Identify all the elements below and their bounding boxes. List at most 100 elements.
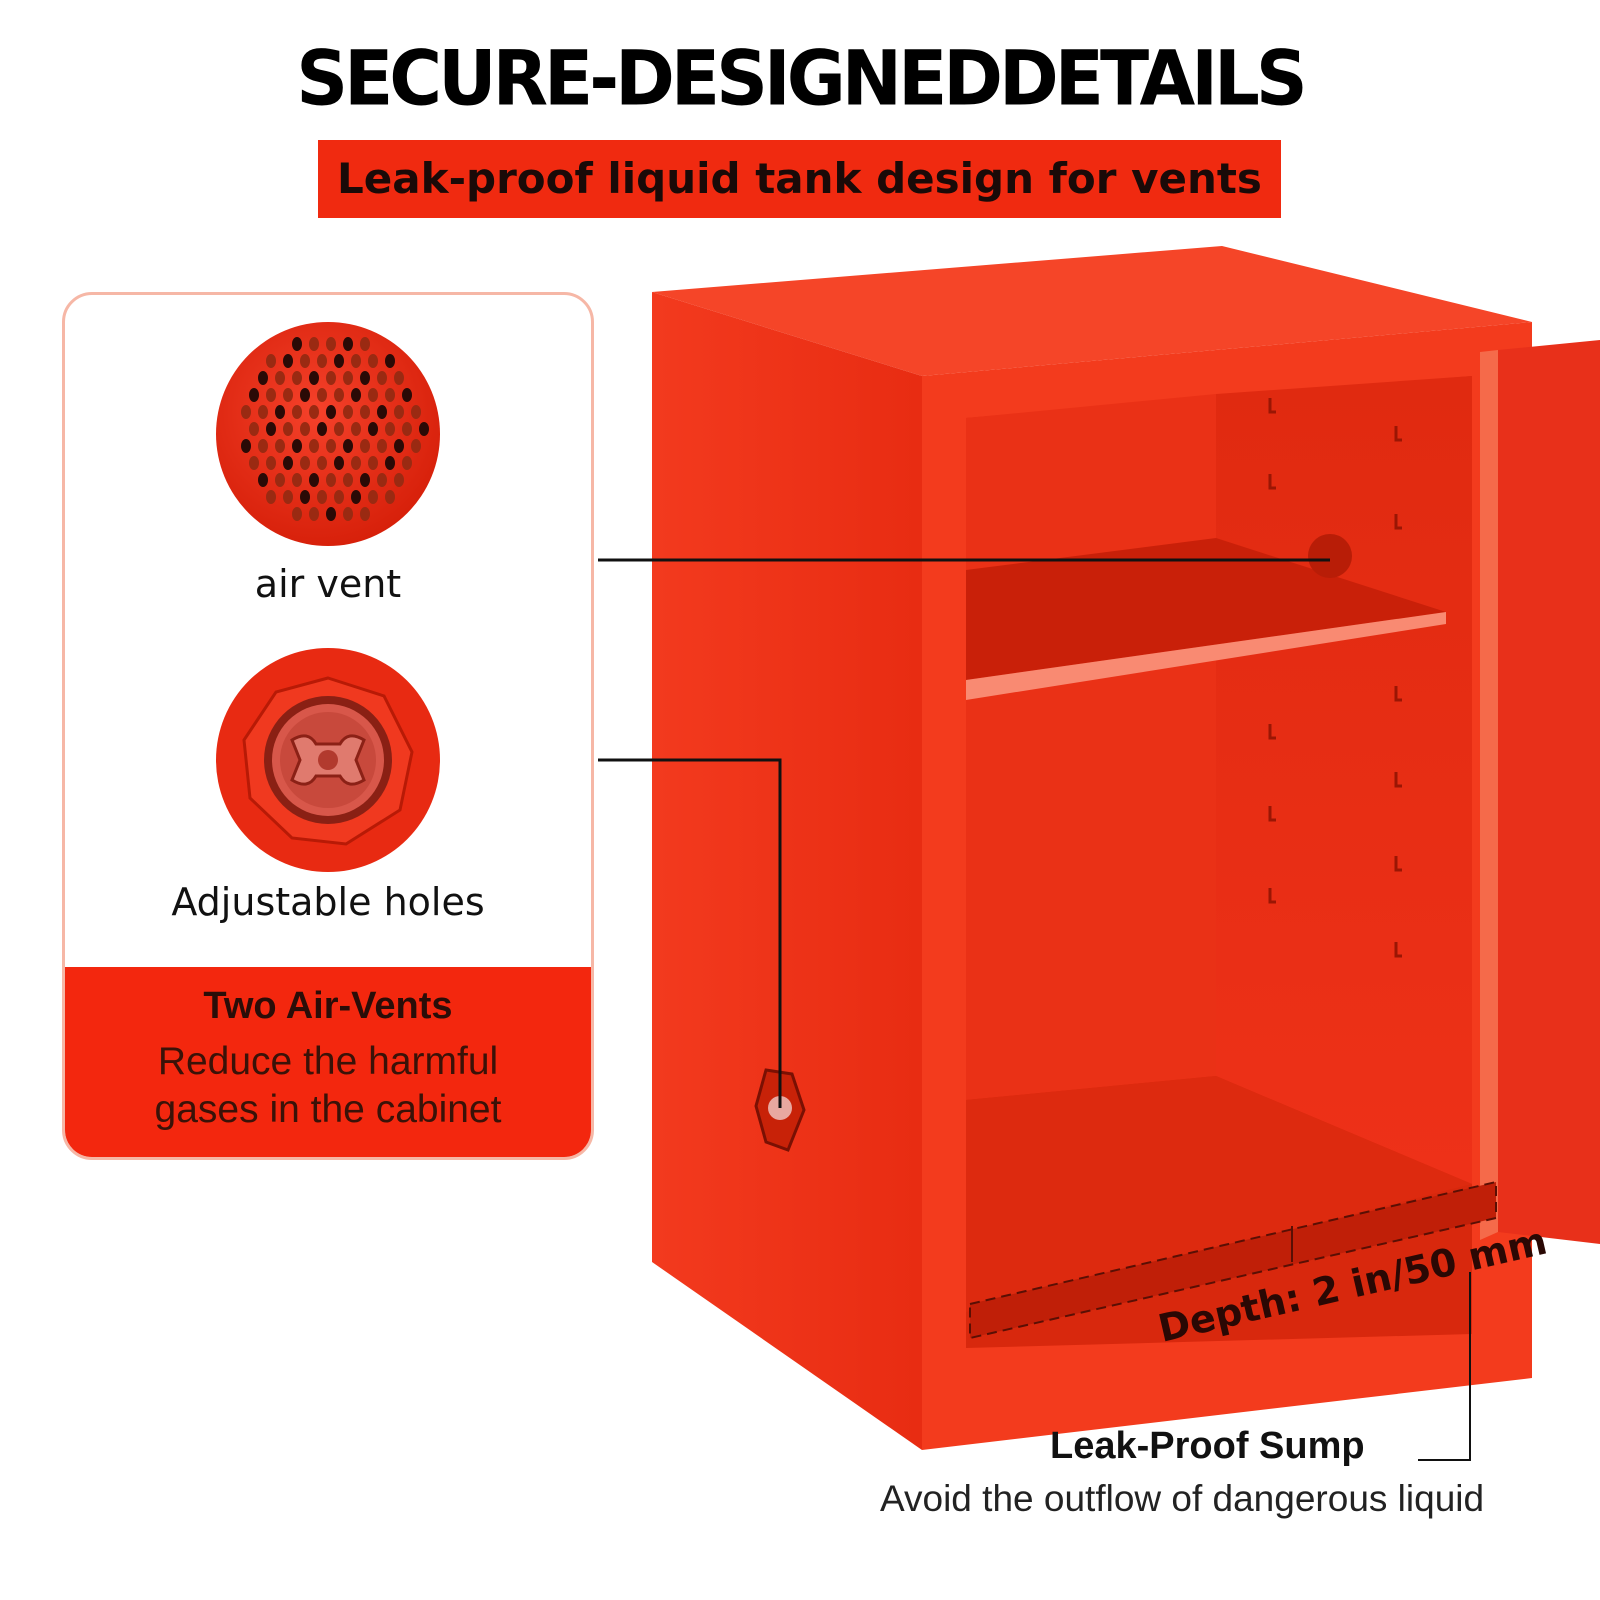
vent-hole (258, 473, 268, 487)
vent-hole (275, 439, 285, 453)
vent-hole (249, 422, 259, 436)
vent-hole (360, 439, 370, 453)
vent-hole (258, 405, 268, 419)
vent-hole (292, 371, 302, 385)
vent-hole (394, 405, 404, 419)
vent-hole (300, 490, 310, 504)
vent-hole (300, 422, 310, 436)
vent-hole (309, 337, 319, 351)
vent-hole (300, 456, 310, 470)
vent-hole (309, 405, 319, 419)
sump-callout-line (1418, 1272, 1471, 1461)
cabinet-floor (966, 1076, 1472, 1312)
vent-hole (360, 337, 370, 351)
vent-hole (343, 473, 353, 487)
cabinet-shelf-edge (966, 612, 1446, 700)
vent-hole (377, 371, 387, 385)
vent-hole (292, 405, 302, 419)
vent-hole (368, 388, 378, 402)
cabinet-door-edge (1480, 350, 1498, 1240)
vent-hole (317, 490, 327, 504)
vent-hole (368, 354, 378, 368)
vent-hole (360, 507, 370, 521)
vent-hole (317, 388, 327, 402)
subtitle-text: Leak-proof liquid tank design for vents (337, 154, 1262, 203)
vent-hole (300, 388, 310, 402)
vent-hole (343, 371, 353, 385)
cabinet-side (652, 292, 922, 1450)
vent-hole (343, 439, 353, 453)
vent-hole (394, 473, 404, 487)
subtitle-banner (318, 140, 1281, 218)
vent-hole (266, 490, 276, 504)
vent-hole (292, 507, 302, 521)
vent-hole (377, 473, 387, 487)
vent-hole (249, 388, 259, 402)
vent-hole (292, 439, 302, 453)
vent-hole (385, 354, 395, 368)
vent-hole (266, 456, 276, 470)
vent-hole (266, 422, 276, 436)
vent-hole (283, 388, 293, 402)
vent-hole (326, 337, 336, 351)
vent-hole (368, 422, 378, 436)
shelf-clips (1268, 398, 1402, 958)
vent-hole (326, 439, 336, 453)
vent-hole (351, 490, 361, 504)
vent-hole (309, 439, 319, 453)
cabinet-left-wall (966, 394, 1216, 1100)
vent-hole (377, 439, 387, 453)
cabinet-door (1498, 340, 1600, 1244)
vent-hole (334, 422, 344, 436)
vent-hole (351, 388, 361, 402)
vent-hole (258, 439, 268, 453)
vent-hole (343, 337, 353, 351)
cabinet-back-wall (1216, 376, 1472, 1184)
vent-hole (385, 490, 395, 504)
vent-hole (283, 456, 293, 470)
vent-hole (334, 388, 344, 402)
vent-hole (258, 371, 268, 385)
vent-hole (385, 456, 395, 470)
vent-hole (317, 422, 327, 436)
vent-hole (275, 371, 285, 385)
card-line-1: Reduce the harmful (157, 1040, 499, 1083)
vent-hole (309, 507, 319, 521)
vent-hole (368, 490, 378, 504)
vent-hole (351, 354, 361, 368)
vent-hole (394, 371, 404, 385)
vent-hole (283, 422, 293, 436)
vent-hole (402, 422, 412, 436)
vent-hole (360, 405, 370, 419)
vent-hole (309, 473, 319, 487)
vent-hole (241, 439, 251, 453)
interior-vent (1308, 534, 1352, 578)
side-vent-callout-line (598, 758, 782, 1108)
feature-card-footer (65, 967, 591, 1157)
page-title: SECURE-DESIGNEDDETAILS (296, 33, 1307, 123)
vent-hole (351, 422, 361, 436)
vent-hole (334, 456, 344, 470)
vent-hole (343, 405, 353, 419)
vent-hole (360, 473, 370, 487)
air-vent-caption: air vent (254, 562, 402, 606)
vent-hole (275, 473, 285, 487)
adjustable-holes-caption: Adjustable holes (171, 880, 485, 924)
vent-hole (385, 422, 395, 436)
vent-hole (300, 354, 310, 368)
vent-hole (309, 371, 319, 385)
vent-hole (292, 337, 302, 351)
vent-hole (283, 490, 293, 504)
vent-hole (266, 388, 276, 402)
vent-hole (360, 371, 370, 385)
vent-hole (326, 507, 336, 521)
vent-hole (368, 456, 378, 470)
vent-hole (266, 354, 276, 368)
vent-hole (317, 354, 327, 368)
vent-hole (241, 405, 251, 419)
sump-title: Leak-Proof Sump (1050, 1425, 1365, 1467)
vent-hole (385, 388, 395, 402)
vent-hole (317, 456, 327, 470)
card-heading: Two Air-Vents (203, 985, 453, 1027)
